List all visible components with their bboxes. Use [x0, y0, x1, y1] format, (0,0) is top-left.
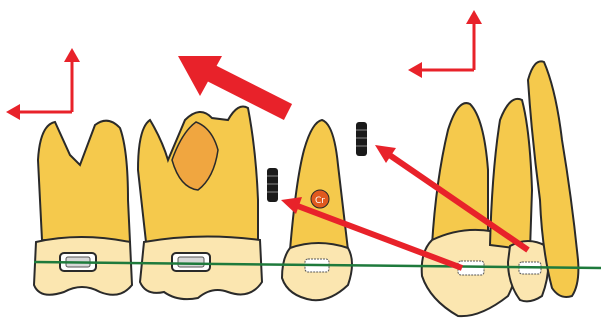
cr-badge-icon: Cr	[311, 190, 329, 208]
canine-root	[432, 103, 488, 248]
bracket-icon	[172, 253, 210, 271]
tooth-molar-second	[138, 107, 262, 300]
axis-arrow-icon	[408, 10, 482, 78]
force-arrow-icon	[178, 56, 288, 112]
axis-arrow-icon	[6, 48, 80, 120]
molar-left-root	[38, 121, 130, 242]
premolar-root	[290, 120, 348, 250]
cr-badge-label: Cr	[315, 196, 325, 206]
implant-icon	[267, 168, 278, 202]
tooth-molar-left	[34, 121, 132, 295]
implant-icon	[356, 122, 367, 156]
